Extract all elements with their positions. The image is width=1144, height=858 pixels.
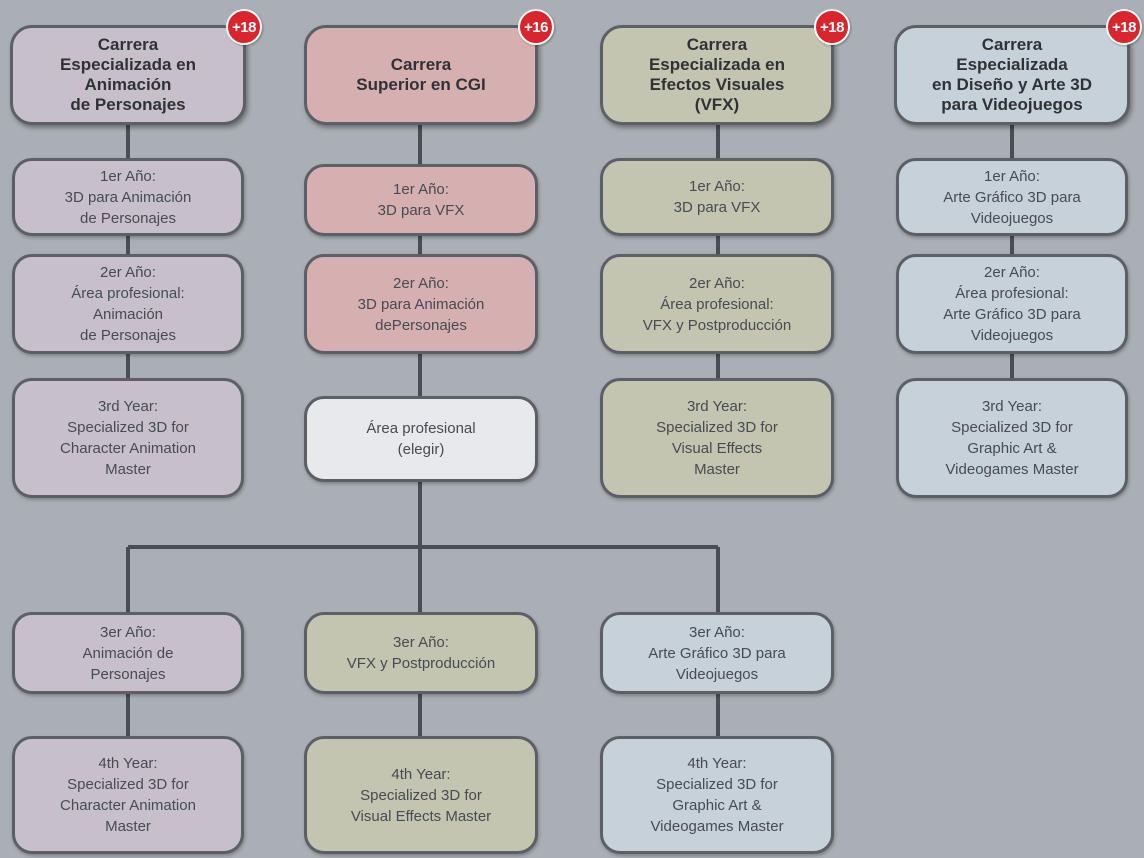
animacion-year1: 1er Año: 3D para Animación de Personajes — [12, 158, 244, 236]
vfx-year3: 3rd Year: Specialized 3D for Visual Effe… — [600, 378, 834, 498]
cgi-year2: 2er Año: 3D para Animación dePersonajes — [304, 254, 538, 354]
videojuegos-year1: 1er Año: Arte Gráfico 3D para Videojuego… — [896, 158, 1128, 236]
career-vfx-title: Carrera Especializada en Efectos Visuale… — [600, 25, 834, 125]
vfx-year1: 1er Año: 3D para VFX — [600, 158, 834, 236]
vfx-year2: 2er Año: Área profesional: VFX y Postpro… — [600, 254, 834, 354]
branch-animacion-year4: 4th Year: Specialized 3D for Character A… — [12, 736, 244, 854]
branch-animacion-year3: 3er Año: Animación de Personajes — [12, 612, 244, 694]
age-badge-vfx: +18 — [814, 9, 850, 45]
branch-videojuegos-year4: 4th Year: Specialized 3D for Graphic Art… — [600, 736, 834, 854]
branch-vfx-year3: 3er Año: VFX y Postproducción — [304, 612, 538, 694]
career-animacion-title: Carrera Especializada en Animación de Pe… — [10, 25, 246, 125]
career-videojuegos-title: Carrera Especializada en Diseño y Arte 3… — [894, 25, 1130, 125]
animacion-year2: 2er Año: Área profesional: Animación de … — [12, 254, 244, 354]
branch-videojuegos-year3: 3er Año: Arte Gráfico 3D para Videojuego… — [600, 612, 834, 694]
cgi-area-profesional: Área profesional (elegir) — [304, 396, 538, 482]
videojuegos-year2: 2er Año: Área profesional: Arte Gráfico … — [896, 254, 1128, 354]
age-badge-cgi: +16 — [518, 9, 554, 45]
career-cgi-title: Carrera Superior en CGI — [304, 25, 538, 125]
animacion-year3: 3rd Year: Specialized 3D for Character A… — [12, 378, 244, 498]
branch-vfx-year4: 4th Year: Specialized 3D for Visual Effe… — [304, 736, 538, 854]
age-badge-animacion: +18 — [226, 9, 262, 45]
cgi-year1: 1er Año: 3D para VFX — [304, 164, 538, 236]
age-badge-videojuegos: +18 — [1106, 9, 1142, 45]
videojuegos-year3: 3rd Year: Specialized 3D for Graphic Art… — [896, 378, 1128, 498]
